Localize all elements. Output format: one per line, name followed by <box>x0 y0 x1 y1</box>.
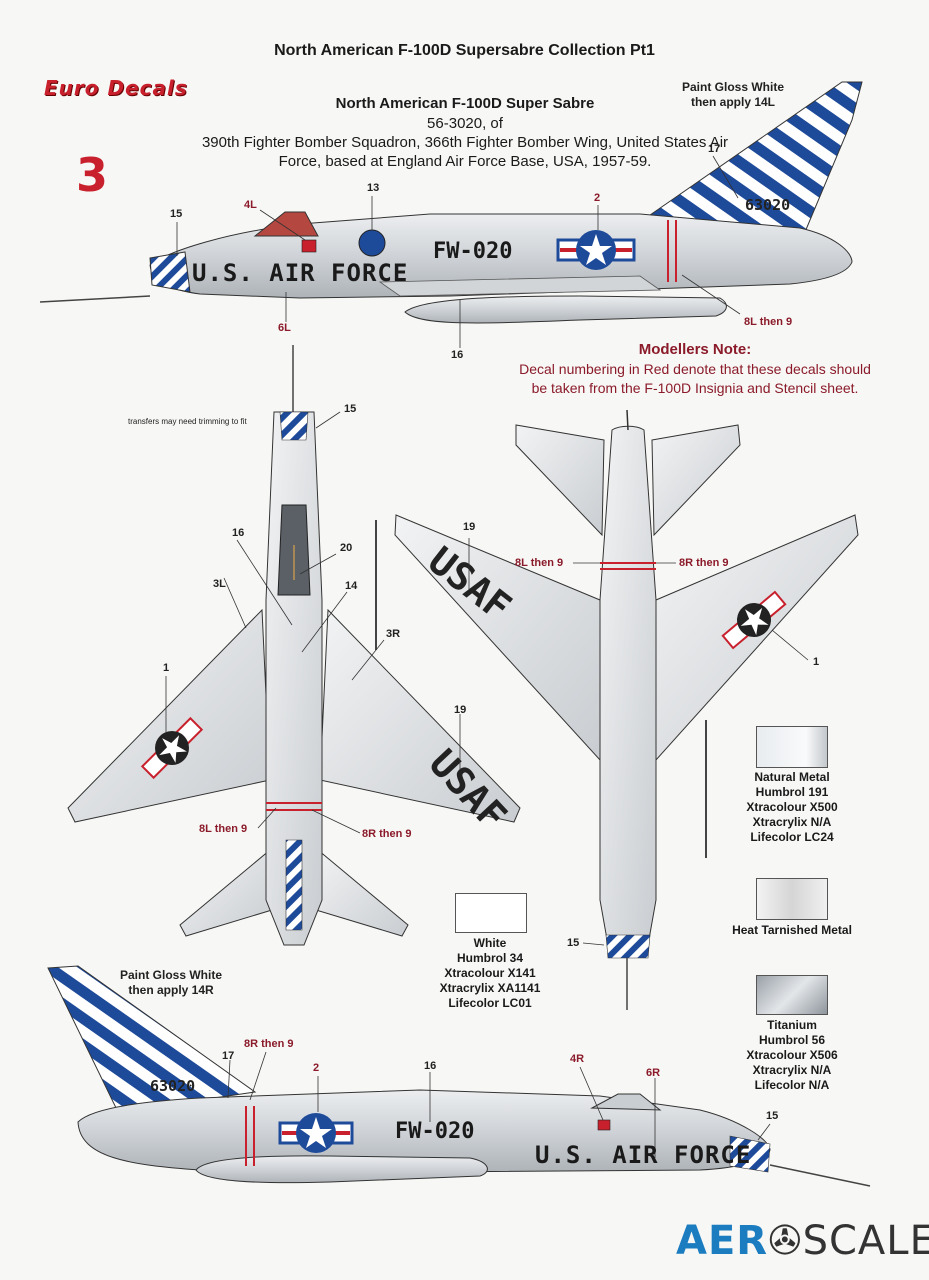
modellers-note-line2: be taken from the F-100D Insignia and St… <box>531 380 859 396</box>
underside-view: USAF <box>394 409 859 1010</box>
label-3R: 3R <box>386 628 401 640</box>
label-19-underview: 19 <box>463 521 476 533</box>
swatch-natural-metal <box>756 726 828 768</box>
label-1-underview: 1 <box>813 656 820 668</box>
swatch-titanium <box>756 975 828 1015</box>
swatch-white <box>455 893 527 933</box>
label-13: 13 <box>367 182 380 194</box>
buzz-number-left: FW-020 <box>433 239 513 264</box>
label-4R: 4R <box>570 1053 585 1065</box>
label-15-bottom: 15 <box>766 1110 779 1122</box>
label-6L: 6L <box>278 322 291 334</box>
tail-number-left: 63020 <box>745 196 791 214</box>
propeller-icon: ✇ <box>768 1218 803 1264</box>
label-8L-then-9-underview: 8L then 9 <box>515 557 564 569</box>
brand-logo-text: Euro Decals <box>44 76 188 100</box>
label-3L: 3L <box>213 578 226 590</box>
label-2-bottom: 2 <box>313 1062 320 1074</box>
label-1-topview: 1 <box>163 662 170 674</box>
left-side-profile <box>39 81 863 348</box>
star-and-bar-insignia-under <box>721 590 787 650</box>
modellers-note-title: Modellers Note: <box>638 341 752 358</box>
label-2-top: 2 <box>594 192 601 204</box>
gloss-note-bottom: Paint Gloss White then apply 14R <box>120 968 223 997</box>
label-17-bottom: 17 <box>222 1050 235 1062</box>
sheet-title: North American F-100D Supersabre Collect… <box>274 42 655 59</box>
label-8L-then-9-top: 8L then 9 <box>744 316 793 328</box>
label-4L: 4L <box>244 199 257 211</box>
swatch-heat-tarnished <box>756 878 828 920</box>
label-15-underview: 15 <box>567 937 580 949</box>
label-6R: 6R <box>646 1067 661 1079</box>
label-15-topview: 15 <box>344 403 357 415</box>
label-16-top: 16 <box>451 349 464 361</box>
us-air-force-marking-right: U.S. AIR FORCE <box>535 1141 752 1169</box>
label-15-top: 15 <box>170 208 183 220</box>
aircraft-serial: 56-3020, of <box>427 115 503 132</box>
modellers-note-line1: Decal numbering in Red denote that these… <box>519 361 871 377</box>
label-17-top: 17 <box>708 143 721 155</box>
label-8R-then-9-topview: 8R then 9 <box>362 828 412 840</box>
aeroscale-watermark: AER✇SCALE <box>676 1218 929 1264</box>
trim-note: transfers may need trimming to fit <box>128 417 247 426</box>
label-14: 14 <box>345 580 358 592</box>
aircraft-unit-line2: Force, based at England Air Force Base, … <box>278 153 652 170</box>
buzz-number-right: FW-020 <box>395 1119 475 1144</box>
paint-heat-tarnished: Heat Tarnished Metal <box>732 923 852 937</box>
tail-number-right: 63020 <box>150 1077 196 1095</box>
label-8L-then-9-topview: 8L then 9 <box>199 823 248 835</box>
us-air-force-marking-left: U.S. AIR FORCE <box>192 259 409 287</box>
gloss-note-top: Paint Gloss White then apply 14L <box>682 80 785 109</box>
aircraft-unit-line1: 390th Fighter Bomber Squadron, 366th Fig… <box>201 134 729 151</box>
star-and-bar-insignia-side <box>556 230 636 270</box>
profile-number: 3 <box>76 148 109 202</box>
star-and-bar-insignia-top <box>140 716 204 780</box>
label-19-topview: 19 <box>454 704 467 716</box>
label-16-topview: 16 <box>232 527 245 539</box>
aircraft-name: North American F-100D Super Sabre <box>335 95 595 112</box>
top-view: USAF <box>67 345 521 946</box>
label-8R-then-9-underview: 8R then 9 <box>679 557 729 569</box>
label-20: 20 <box>340 542 353 554</box>
label-8R-then-9-bottom: 8R then 9 <box>244 1038 294 1050</box>
right-side-profile <box>47 965 871 1187</box>
label-16-bottom: 16 <box>424 1060 437 1072</box>
star-and-bar-insignia-side-right <box>278 1113 354 1153</box>
